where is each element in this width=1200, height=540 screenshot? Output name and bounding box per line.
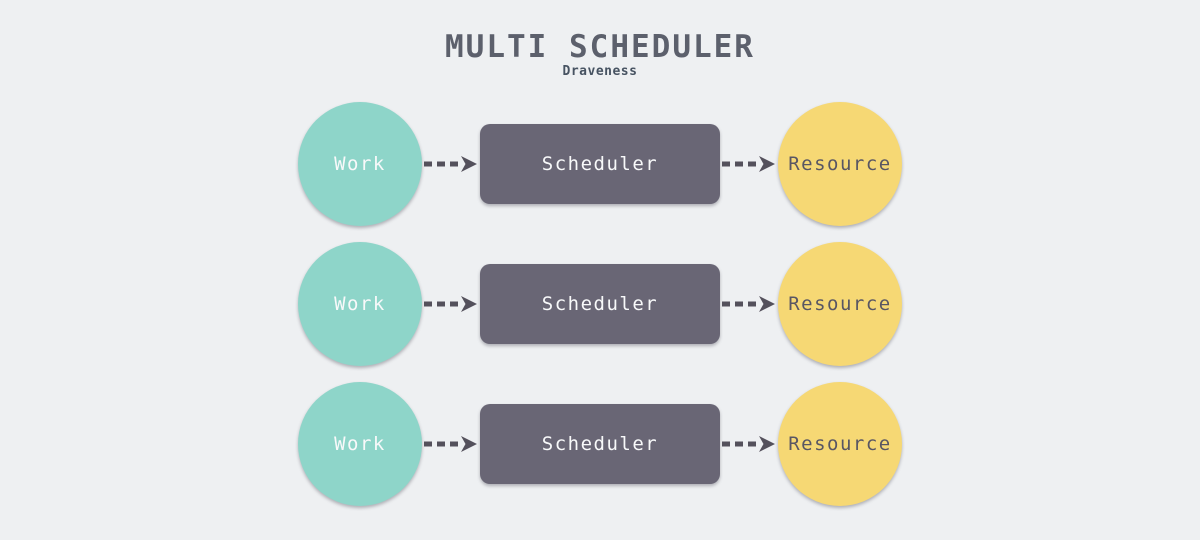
work-node-label: Work <box>334 433 386 455</box>
arrow-scheduler-to-resource-icon <box>722 436 775 452</box>
scheduler-row: Work Scheduler Resource <box>0 242 1200 366</box>
page-subtitle: Draveness <box>562 64 638 79</box>
arrow-scheduler-to-resource-icon <box>722 296 775 312</box>
scheduler-row: Work Scheduler Resource <box>0 382 1200 506</box>
work-node-label: Work <box>334 293 386 315</box>
resource-node-label: Resource <box>788 293 892 315</box>
arrow-work-to-scheduler-icon <box>424 156 477 172</box>
scheduler-row: Work Scheduler Resource <box>0 102 1200 226</box>
scheduler-node-label: Scheduler <box>541 433 659 455</box>
work-node: Work <box>298 242 422 366</box>
scheduler-node-label: Scheduler <box>541 293 659 315</box>
arrow-scheduler-to-resource-icon <box>722 156 775 172</box>
work-node: Work <box>298 102 422 226</box>
resource-node-label: Resource <box>788 433 892 455</box>
resource-node: Resource <box>778 242 902 366</box>
scheduler-node: Scheduler <box>480 404 720 484</box>
work-node-label: Work <box>334 153 386 175</box>
scheduler-node-label: Scheduler <box>541 153 659 175</box>
arrow-work-to-scheduler-icon <box>424 296 477 312</box>
resource-node: Resource <box>778 382 902 506</box>
scheduler-node: Scheduler <box>480 264 720 344</box>
resource-node-label: Resource <box>788 153 892 175</box>
work-node: Work <box>298 382 422 506</box>
scheduler-node: Scheduler <box>480 124 720 204</box>
page-title: MULTI SCHEDULER <box>445 29 755 65</box>
resource-node: Resource <box>778 102 902 226</box>
arrow-work-to-scheduler-icon <box>424 436 477 452</box>
